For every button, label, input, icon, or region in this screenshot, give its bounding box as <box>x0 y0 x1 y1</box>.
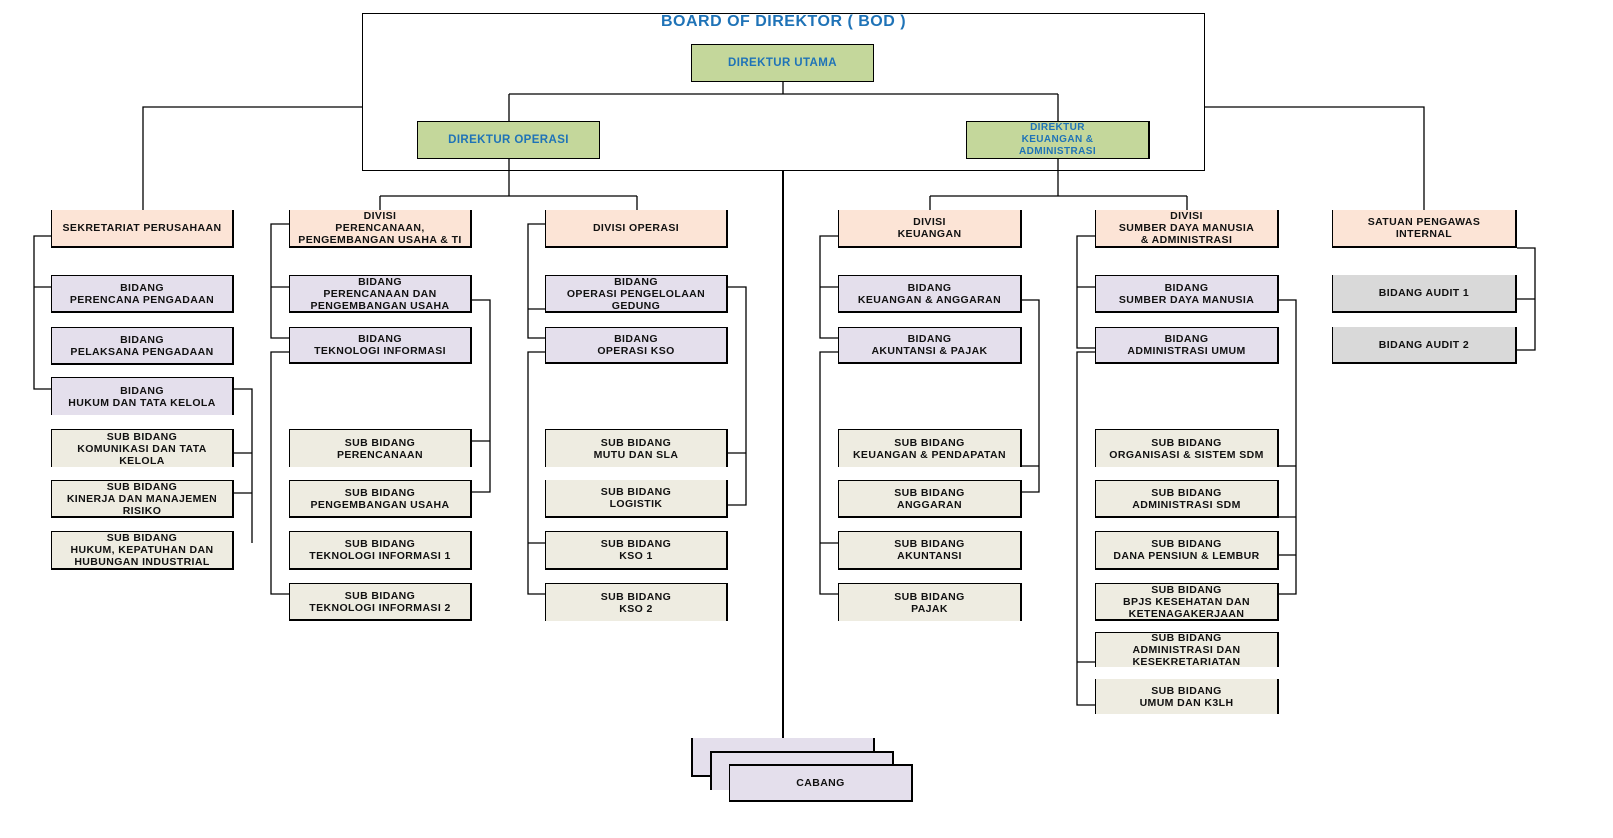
node-satuan-pengawas-internal: SATUAN PENGAWAS INTERNAL <box>1332 210 1517 248</box>
connector-perencanaan-tree <box>270 223 289 339</box>
connector-keuangan-tree <box>819 235 838 339</box>
node-sub-hukum-kepatuhan: SUB BIDANG HUKUM, KEPATUHAN DAN HUBUNGAN… <box>51 531 234 570</box>
node-bidang-sdm: BIDANG SUMBER DAYA MANUSIA <box>1095 275 1279 313</box>
node-sub-kinerja-manajemen-risiko: SUB BIDANG KINERJA DAN MANAJEMEN RISIKO <box>51 480 234 518</box>
node-bidang-perencana-pengadaan: BIDANG PERENCANA PENGADAAN <box>51 275 234 313</box>
connector-hukum-tree <box>233 388 253 543</box>
connector-bidang-sdm-tree <box>1278 299 1297 595</box>
node-sub-administrasi-kesekretariatan: SUB BIDANG ADMINISTRASI DAN KESEKRETARIA… <box>1095 632 1279 668</box>
node-bidang-keuangan-anggaran: BIDANG KEUANGAN & ANGGARAN <box>838 275 1022 313</box>
connector-akuntansi-tree <box>819 351 838 595</box>
node-sub-teknologi-informasi-1: SUB BIDANG TEKNOLOGI INFORMASI 1 <box>289 531 472 570</box>
node-bidang-administrasi-umum: BIDANG ADMINISTRASI UMUM <box>1095 327 1279 364</box>
connector-gedung-tree <box>728 286 747 506</box>
node-sub-kso-2: SUB BIDANG KSO 2 <box>545 583 728 621</box>
node-bidang-pelaksana-pengadaan: BIDANG PELAKSANA PENGADAAN <box>51 327 234 365</box>
node-direktur-operasi: DIREKTUR OPERASI <box>417 121 600 159</box>
chart-title: BOARD OF DIREKTOR ( BOD ) <box>660 13 907 30</box>
board-of-directors-frame <box>362 13 1205 171</box>
connector-sdm-tree <box>1076 235 1095 349</box>
node-sub-pengembangan-usaha: SUB BIDANG PENGEMBANGAN USAHA <box>289 480 472 518</box>
node-divisi-sdm: DIVISI SUMBER DAYA MANUSIA & ADMINISTRAS… <box>1095 210 1279 248</box>
node-sub-organisasi-sistem-sdm: SUB BIDANG ORGANISASI & SISTEM SDM <box>1095 429 1279 467</box>
node-sub-anggaran: SUB BIDANG ANGGARAN <box>838 480 1022 518</box>
node-bidang-akuntansi-pajak: BIDANG AKUNTANSI & PAJAK <box>838 327 1022 364</box>
connector-bod-sekretariat <box>142 106 362 210</box>
node-bidang-hukum-tata-kelola: BIDANG HUKUM DAN TATA KELOLA <box>51 377 234 415</box>
node-bidang-operasi-gedung: BIDANG OPERASI PENGELOLAAN GEDUNG <box>545 275 728 313</box>
node-sub-kso-1: SUB BIDANG KSO 1 <box>545 531 728 570</box>
connector-dirut-directors <box>508 82 1059 121</box>
node-sub-bpjs: SUB BIDANG BPJS KESEHATAN DAN KETENAGAKE… <box>1095 583 1279 621</box>
node-sub-mutu-sla: SUB BIDANG MUTU DAN SLA <box>545 429 728 467</box>
node-direktur-keuangan: DIREKTUR KEUANGAN & ADMINISTRASI <box>966 121 1150 159</box>
connector-bod-spi <box>1205 106 1425 210</box>
node-bidang-audit-2: BIDANG AUDIT 2 <box>1332 327 1517 364</box>
node-sekretariat-perusahaan: SEKRETARIAT PERUSAHAAN <box>51 210 234 248</box>
node-sub-perencanaan: SUB BIDANG PERENCANAAN <box>289 429 472 467</box>
connector-operasi-sub-tree <box>527 351 545 595</box>
node-bidang-operasi-kso: BIDANG OPERASI KSO <box>545 327 728 364</box>
connector-bidang-pu-tree <box>472 299 491 493</box>
node-sub-komunikasi-tata-kelola: SUB BIDANG KOMUNIKASI DAN TATA KELOLA <box>51 429 234 467</box>
node-direktur-utama: DIREKTUR UTAMA <box>691 44 874 82</box>
node-divisi-keuangan: DIVISI KEUANGAN <box>838 210 1022 248</box>
node-divisi-operasi: DIVISI OPERASI <box>545 210 728 248</box>
node-bidang-audit-1: BIDANG AUDIT 1 <box>1332 275 1517 313</box>
node-sub-administrasi-sdm: SUB BIDANG ADMINISTRASI SDM <box>1095 480 1279 518</box>
connector-dirkeu-divisions <box>929 159 1188 210</box>
node-bidang-teknologi-informasi: BIDANG TEKNOLOGI INFORMASI <box>289 327 472 364</box>
connector-spi-tree <box>1517 247 1536 351</box>
node-sub-pajak: SUB BIDANG PAJAK <box>838 583 1022 621</box>
node-sub-logistik: SUB BIDANG LOGISTIK <box>545 480 728 518</box>
connector-dirops-divisions <box>379 159 638 210</box>
node-bidang-perencanaan-pengembangan: BIDANG PERENCANAAN DAN PENGEMBANGAN USAH… <box>289 275 472 313</box>
node-sub-keuangan-pendapatan: SUB BIDANG KEUANGAN & PENDAPATAN <box>838 429 1022 467</box>
node-sub-umum-k3lh: SUB BIDANG UMUM DAN K3LH <box>1095 679 1279 714</box>
connector-sekretariat-tree <box>33 235 51 390</box>
connector-anggaran-tree <box>1021 299 1040 493</box>
node-sub-akuntansi: SUB BIDANG AKUNTANSI <box>838 531 1022 570</box>
connector-admin-umum-tree <box>1076 351 1095 706</box>
node-sub-teknologi-informasi-2: SUB BIDANG TEKNOLOGI INFORMASI 2 <box>289 583 472 621</box>
connector-perencanaan-sub-tree <box>270 351 289 595</box>
node-cabang: CABANG <box>729 764 913 802</box>
node-sub-dana-pensiun-lembur: SUB BIDANG DANA PENSIUN & LEMBUR <box>1095 531 1279 570</box>
connector-operasi-tree <box>527 223 545 339</box>
node-divisi-perencanaan: DIVISI PERENCANAAN, PENGEMBANGAN USAHA &… <box>289 210 472 248</box>
